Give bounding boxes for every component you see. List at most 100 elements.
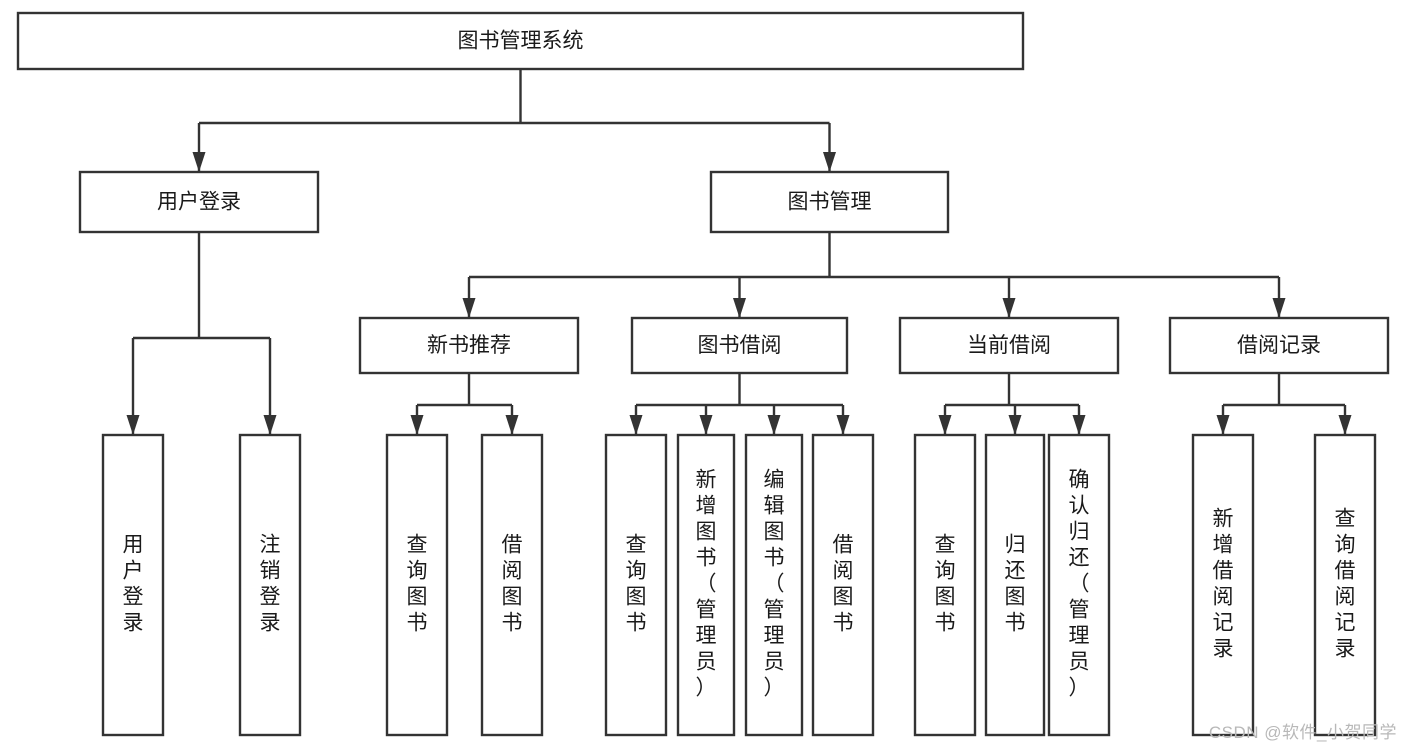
node-box-user-login [78, 170, 320, 234]
node-leaf-user-login[interactable]: 用户登录 [101, 433, 165, 737]
arrow-head-icon [733, 298, 746, 318]
node-label-char: 新 [1213, 508, 1234, 531]
node-label-char: 录 [1335, 638, 1356, 661]
arrow-head-icon [1002, 298, 1016, 318]
node-label-char: 查 [935, 534, 956, 557]
node-root[interactable]: 图书管理系统 [16, 11, 1025, 71]
node-box-new-book-rec [358, 316, 580, 375]
node-label-char: 阅 [502, 560, 523, 583]
node-box-leaf-borrow-book-2 [811, 433, 875, 737]
arrow-head-icon [1272, 298, 1286, 318]
arrow-head-icon [823, 152, 836, 172]
node-label-char: ） [1069, 677, 1090, 700]
arrow-head-icon [699, 415, 713, 435]
node-label-char: 图 [1005, 586, 1026, 609]
node-label-char: 销 [260, 560, 281, 583]
node-label-char: 查 [1335, 508, 1356, 531]
node-label-char: 录 [123, 612, 144, 635]
node-label-char: 图 [935, 586, 956, 609]
node-label-char: 理 [1069, 625, 1090, 648]
node-label-char: 编 [764, 469, 785, 492]
node-box-book-manage [709, 170, 950, 234]
csdn-watermark: CSDN @软件_小贺同学 [1208, 723, 1397, 742]
arrow-head-icon [192, 152, 206, 172]
node-label-char: 还 [1005, 560, 1026, 583]
node-label-char: 借 [1213, 560, 1234, 583]
node-label-char: 增 [696, 495, 717, 518]
arrow-head-icon [1008, 415, 1022, 435]
node-label-char: 录 [1213, 638, 1234, 661]
node-book-borrow[interactable]: 图书借阅 [630, 316, 849, 375]
node-user-login[interactable]: 用户登录 [78, 170, 320, 234]
node-label-char: 图 [696, 521, 717, 544]
node-box-leaf-confirm-return-admin [1047, 433, 1111, 737]
node-label-char: 借 [1335, 560, 1356, 583]
node-label-char: 辑 [764, 495, 785, 518]
node-label-char: （ [1069, 573, 1090, 596]
node-label-char: 图 [833, 586, 854, 609]
node-label-book-manage: 图书管理 [788, 191, 872, 214]
node-label-current-borrow: 当前借阅 [967, 334, 1051, 357]
arrow-head-icon [938, 415, 952, 435]
node-label-char: 户 [123, 560, 144, 583]
node-label-char: 理 [764, 625, 785, 648]
node-label-char: 登 [260, 586, 281, 609]
node-label-char: 图 [502, 586, 523, 609]
node-label-char: 理 [696, 625, 717, 648]
arrow-head-icon [767, 415, 781, 435]
node-label-char: 员 [1069, 651, 1090, 674]
node-label-char: 询 [407, 560, 428, 583]
arrow-head-icon [505, 415, 519, 435]
nodes-layer: 图书管理系统用户登录图书管理新书推荐图书借阅当前借阅借阅记录用户登录注销登录查询… [16, 11, 1390, 737]
node-label-char: 借 [502, 534, 523, 557]
node-current-borrow[interactable]: 当前借阅 [898, 316, 1120, 375]
node-label-char: 管 [696, 599, 717, 622]
node-box-leaf-edit-book-admin [744, 433, 804, 737]
node-box-leaf-query-book-3 [913, 433, 977, 737]
node-label-char: 确 [1069, 469, 1090, 492]
node-label-char: 增 [1213, 534, 1234, 557]
node-label-char: （ [764, 573, 785, 596]
node-label-char: 查 [626, 534, 647, 557]
node-new-book-rec[interactable]: 新书推荐 [358, 316, 580, 375]
node-label-char: 书 [935, 612, 956, 635]
node-box-leaf-borrow-book-1 [480, 433, 544, 737]
node-label-char: 询 [935, 560, 956, 583]
arrow-head-icon [836, 415, 850, 435]
node-box-current-borrow [898, 316, 1120, 375]
node-box-leaf-query-book-2 [604, 433, 668, 737]
node-label-char: 询 [626, 560, 647, 583]
node-label-char: ） [764, 677, 785, 700]
node-label-char: 阅 [1213, 586, 1234, 609]
node-borrow-record[interactable]: 借阅记录 [1168, 316, 1390, 375]
arrow-head-icon [1338, 415, 1352, 435]
node-label-char: 图 [407, 586, 428, 609]
node-label-borrow-record: 借阅记录 [1237, 334, 1321, 357]
node-label-char: 书 [764, 547, 785, 570]
node-label-char: 询 [1335, 534, 1356, 557]
node-label-char: 书 [696, 547, 717, 570]
node-label-char: 记 [1213, 612, 1234, 635]
node-label-char: 书 [1005, 612, 1026, 635]
node-box-leaf-add-book-admin [676, 433, 736, 737]
node-label-root: 图书管理系统 [458, 30, 584, 53]
node-label-char: 书 [407, 612, 428, 635]
node-box-leaf-logout [238, 433, 302, 737]
node-label-char: 借 [833, 534, 854, 557]
node-label-char: 书 [626, 612, 647, 635]
node-label-char: 管 [764, 599, 785, 622]
node-book-manage[interactable]: 图书管理 [709, 170, 950, 234]
